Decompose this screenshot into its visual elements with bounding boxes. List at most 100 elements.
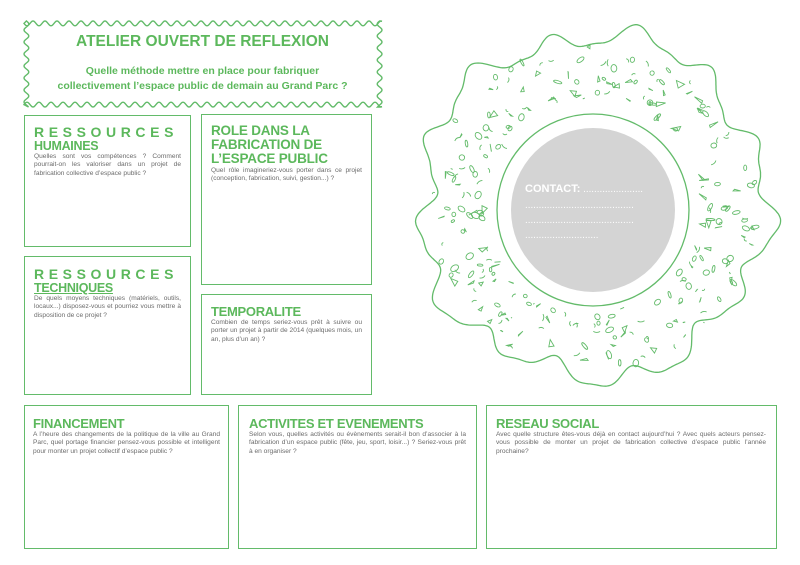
lace-fragment (517, 330, 524, 338)
lace-fragment (579, 357, 590, 361)
lace-fragment (706, 105, 711, 108)
lace-fragment (451, 211, 457, 218)
role-title-line-1: ROLE DANS LA (211, 123, 310, 138)
lace-fragment (741, 225, 750, 232)
contact-line-1[interactable]: CONTACT: ...................... (525, 181, 675, 198)
lace-fragment (679, 280, 686, 282)
lace-fragment (698, 222, 706, 228)
lace-fragment (454, 137, 460, 142)
lace-fragment (751, 180, 758, 186)
lace-fragment (732, 210, 741, 215)
lace-fragment (489, 143, 492, 152)
lace-fragment (536, 303, 541, 308)
ressources-humaines-title-line-1: RESSOURCES (34, 124, 179, 140)
lace-fragment (730, 281, 734, 286)
lace-fragment (601, 76, 607, 81)
lace-fragment (518, 113, 525, 122)
role-text: Quel rôle imagineriez-vous porter dans c… (211, 166, 362, 182)
lace-fragment (633, 79, 638, 85)
lace-fragment (642, 95, 646, 100)
lace-fragment (716, 137, 719, 144)
lace-fragment (507, 125, 513, 132)
lace-fragment (468, 209, 478, 216)
lace-fragment (606, 81, 613, 86)
lace-fragment (597, 75, 601, 83)
lace-fragment (467, 279, 475, 286)
lace-fragment (696, 246, 701, 253)
lace-fragment (500, 330, 504, 333)
lace-fragment (689, 80, 691, 85)
lace-fragment (488, 110, 499, 119)
ressources-techniques-text: De quels moyens techniques (matériels, o… (34, 294, 181, 319)
contact-line-2[interactable]: ........................................ (525, 200, 634, 212)
lace-fragment (715, 218, 723, 226)
financement-title: FINANCEMENT (33, 416, 125, 431)
lace-fragment (450, 219, 456, 223)
lace-fragment (732, 188, 741, 192)
lace-fragment (701, 288, 706, 291)
lace-fragment (510, 316, 513, 319)
lace-fragment (498, 311, 503, 317)
lace-fragment (501, 143, 507, 149)
lace-fragment (504, 343, 513, 347)
lace-fragment (567, 70, 569, 79)
lace-fragment (458, 154, 466, 161)
ressources-humaines-text: Quelles sont vos compétences ? Comment p… (34, 152, 181, 177)
lace-fragment (522, 293, 528, 299)
lace-fragment (452, 118, 459, 124)
role-title-line-2: FABRICATION DE (211, 137, 322, 153)
lace-fragment (479, 275, 486, 279)
lace-fragment (600, 61, 607, 67)
lace-fragment (461, 191, 465, 199)
contact-form[interactable]: CONTACT: ...................... ........… (525, 181, 675, 244)
lace-fragment (572, 322, 579, 326)
financement-text: A l’heure des changements de la politiqu… (33, 430, 220, 455)
lace-fragment (569, 90, 578, 98)
contact-line-3[interactable]: ........................................ (525, 215, 634, 227)
lace-fragment (666, 322, 674, 329)
lace-fragment (465, 252, 474, 261)
lace-fragment (594, 313, 601, 321)
lace-fragment (476, 179, 483, 185)
role-box: ROLE DANS LA FABRICATION DE L’ESPACE PUB… (201, 114, 372, 285)
lace-fragment (473, 288, 477, 292)
contact-line-4[interactable]: ........................... (525, 230, 599, 242)
lace-fragment (632, 358, 640, 368)
lace-fragment (698, 297, 702, 303)
lace-fragment (746, 182, 755, 189)
lace-fragment (700, 310, 707, 314)
lace-fragment (665, 67, 671, 74)
lace-fragment (675, 79, 686, 89)
lace-fragment (488, 87, 494, 91)
lace-fragment (678, 297, 684, 304)
lace-fragment (728, 271, 731, 275)
lace-fragment (691, 255, 697, 262)
lace-fragment (477, 247, 489, 253)
lace-fragment (653, 113, 662, 121)
page-title: ATELIER OUVERT DE REFLEXION (76, 33, 329, 50)
lace-fragment (629, 331, 634, 335)
ressources-techniques-box: RESSOURCES TECHNIQUES De quels moyens te… (24, 256, 191, 395)
contact-label: CONTACT: (525, 183, 581, 195)
lace-fragment (548, 59, 555, 62)
lace-fragment (649, 70, 655, 76)
lace-fragment (438, 215, 445, 219)
lace-fragment (504, 317, 510, 322)
ressources-techniques-title: RESSOURCES TECHNIQUES (34, 267, 181, 295)
lace-fragment (685, 90, 693, 95)
reseau-title: RESEAU SOCIAL (496, 416, 600, 431)
lace-fragment (454, 173, 459, 178)
lace-fragment (658, 79, 665, 86)
lace-fragment (477, 281, 485, 287)
lace-fragment (505, 124, 511, 129)
lace-fragment (555, 99, 558, 104)
lace-fragment (507, 77, 510, 83)
lace-fragment (609, 343, 617, 348)
reseau-text: Avec quelle structure êtes-vous déjà en … (496, 430, 766, 455)
lace-fragment (466, 212, 474, 219)
contact-dots-1: ...................... (583, 184, 644, 195)
lace-fragment (491, 278, 497, 283)
lace-fragment (476, 263, 484, 267)
lace-fragment (725, 205, 731, 212)
lace-fragment (488, 267, 493, 273)
